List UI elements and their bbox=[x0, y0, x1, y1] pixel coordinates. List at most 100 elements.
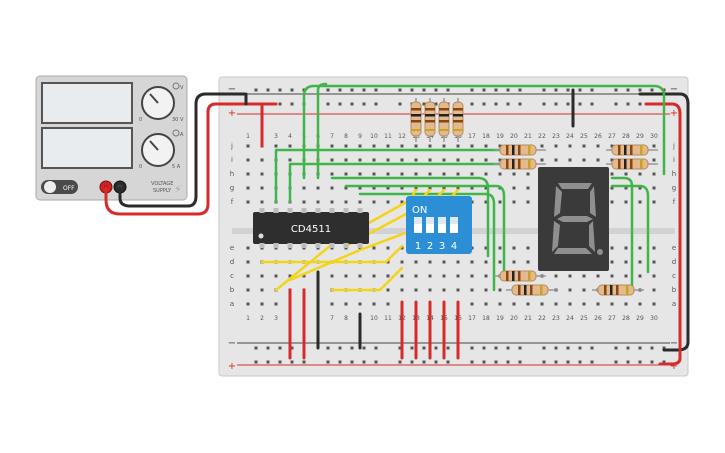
rail-sign: + bbox=[228, 108, 236, 119]
resistors[interactable] bbox=[410, 98, 658, 296]
resistor-horizontal-6[interactable] bbox=[506, 284, 558, 296]
row-label: j bbox=[672, 142, 675, 150]
rail-hole bbox=[434, 88, 438, 92]
rail-hole bbox=[338, 102, 342, 106]
rail-hole bbox=[626, 346, 630, 350]
cd4511-chip[interactable]: CD4511 bbox=[253, 208, 369, 248]
rail-hole bbox=[566, 102, 570, 106]
breadboard-hole bbox=[610, 200, 614, 204]
row-label: f bbox=[673, 198, 676, 206]
resistor-horizontal-2[interactable] bbox=[494, 158, 546, 170]
breadboard-hole bbox=[400, 260, 404, 264]
green-wire-6[interactable] bbox=[344, 184, 506, 274]
resistor-horizontal-3[interactable] bbox=[606, 144, 658, 156]
column-label-top: 19 bbox=[496, 133, 504, 140]
rail-hole bbox=[494, 360, 498, 364]
column-label-bottom: 22 bbox=[538, 315, 546, 322]
breadboard-hole bbox=[526, 200, 530, 204]
breadboard-hole bbox=[470, 274, 474, 278]
column-label-top: 28 bbox=[622, 133, 630, 140]
breadboard-hole bbox=[554, 302, 558, 306]
power-supply[interactable]: V 30 V 0 A 5 A 0 OFF VOLTAGE SUPPLY ⚡ bbox=[35, 75, 188, 201]
rail-hole bbox=[590, 88, 594, 92]
black-rail-bridge[interactable] bbox=[638, 92, 690, 352]
column-label-top: 4 bbox=[288, 133, 292, 140]
dip-toggle-knob bbox=[438, 217, 446, 224]
rail-hole bbox=[506, 88, 510, 92]
breadboard-hole bbox=[330, 172, 334, 176]
dip-position-label: 1 bbox=[415, 241, 421, 252]
rail-hole bbox=[338, 346, 342, 350]
green-wire-8[interactable] bbox=[610, 184, 650, 274]
black-supply-wire[interactable] bbox=[118, 92, 246, 208]
rail-hole bbox=[338, 88, 342, 92]
yellow-wire-5[interactable] bbox=[330, 266, 404, 292]
breadboard-hole bbox=[540, 302, 544, 306]
breadboard-hole bbox=[456, 186, 460, 190]
green-wire-4[interactable] bbox=[288, 162, 502, 204]
breadboard-hole bbox=[358, 144, 362, 148]
dip-toggle-knob bbox=[450, 217, 458, 224]
green-wire-5[interactable] bbox=[330, 176, 490, 258]
rail-hole bbox=[650, 88, 654, 92]
green-wire-9[interactable] bbox=[610, 176, 634, 292]
yellow-wire-2[interactable] bbox=[260, 244, 404, 264]
dip-toggle-4[interactable] bbox=[450, 217, 458, 233]
resistor-horizontal-4[interactable] bbox=[606, 158, 658, 170]
column-label-top: 21 bbox=[524, 133, 532, 140]
column-label-top: 11 bbox=[384, 133, 392, 140]
breadboard-hole bbox=[596, 158, 600, 162]
dip-toggle-3[interactable] bbox=[438, 217, 446, 233]
breadboard-hole bbox=[386, 158, 390, 162]
breadboard-hole bbox=[330, 302, 334, 306]
rail-hole bbox=[398, 88, 402, 92]
rail-hole bbox=[554, 102, 558, 106]
row-label: e bbox=[672, 244, 676, 252]
row-label: a bbox=[672, 300, 676, 308]
green-wire-3[interactable] bbox=[274, 148, 502, 204]
dip-toggle-1[interactable] bbox=[414, 217, 422, 233]
rail-hole bbox=[638, 360, 642, 364]
rail-hole bbox=[422, 102, 426, 106]
breadboard-hole bbox=[372, 186, 376, 190]
green-wire-1[interactable] bbox=[302, 84, 666, 180]
breadboard-hole bbox=[498, 260, 502, 264]
column-label-top: 24 bbox=[566, 133, 574, 140]
resistor-horizontal-1[interactable] bbox=[494, 144, 546, 156]
breadboard-hole bbox=[442, 274, 446, 278]
resistor-horizontal-7[interactable] bbox=[592, 284, 644, 296]
breadboard-hole bbox=[400, 274, 404, 278]
red-rail-bridge[interactable] bbox=[644, 102, 682, 366]
rail-hole bbox=[542, 102, 546, 106]
breadboard-hole bbox=[400, 288, 404, 292]
breadboard-hole bbox=[624, 246, 628, 250]
yellow-wire-1[interactable] bbox=[274, 244, 332, 292]
breadboard-hole bbox=[456, 274, 460, 278]
rail-hole bbox=[422, 346, 426, 350]
breadboard-hole bbox=[484, 260, 488, 264]
green-wire-7[interactable] bbox=[358, 192, 496, 292]
breadboard-hole bbox=[456, 172, 460, 176]
rail-sign: + bbox=[228, 361, 236, 372]
breadboard-hole bbox=[470, 288, 474, 292]
breadboard-hole bbox=[358, 302, 362, 306]
rail-hole bbox=[506, 346, 510, 350]
yellow-wire-3[interactable] bbox=[288, 230, 410, 282]
column-label-top: 22 bbox=[538, 133, 546, 140]
resistor-horizontal-5[interactable] bbox=[494, 270, 546, 282]
green-wire-2[interactable] bbox=[316, 82, 328, 180]
red-dip-pullups[interactable] bbox=[400, 300, 460, 360]
red-supply-wire[interactable] bbox=[104, 102, 278, 216]
row-label: e bbox=[230, 244, 234, 252]
rail-hole bbox=[482, 102, 486, 106]
rail-hole bbox=[494, 88, 498, 92]
rail-hole bbox=[290, 346, 294, 350]
rail-hole bbox=[362, 88, 366, 92]
column-label-bottom: 3 bbox=[274, 315, 278, 322]
dip-toggle-2[interactable] bbox=[426, 217, 434, 233]
rail-hole bbox=[374, 360, 378, 364]
breadboard-hole bbox=[540, 158, 544, 162]
breadboard-hole bbox=[526, 302, 530, 306]
breadboard-hole bbox=[372, 302, 376, 306]
